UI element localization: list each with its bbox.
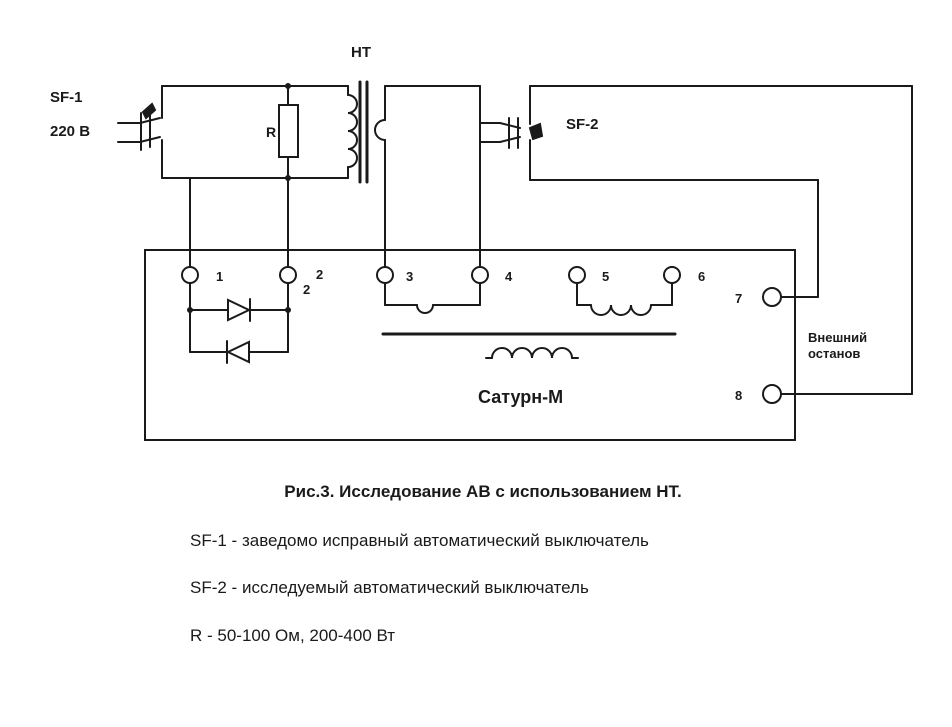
terminal-6 [663, 266, 681, 284]
label-terminal-1: 1 [216, 269, 223, 284]
terminal-7 [762, 287, 782, 307]
terminal-2 [279, 266, 297, 284]
label-device: Сатурн-М [478, 387, 563, 407]
figure-caption: Рис.3. Исследование АВ с использованием … [284, 482, 682, 501]
terminal-5 [568, 266, 586, 284]
label-terminal-6: 6 [698, 269, 705, 284]
coil-bottom [485, 347, 579, 359]
terminal-1 [181, 266, 199, 284]
terminal-4 [471, 266, 489, 284]
label-terminal-5: 5 [602, 269, 609, 284]
label-sf1: SF-1 [50, 89, 83, 106]
label-terminal-3: 3 [406, 269, 413, 284]
resistor [278, 104, 299, 158]
diode-pair [187, 282, 291, 364]
terminal-8 [762, 384, 782, 404]
label-terminal-7: 7 [735, 291, 742, 306]
label-ht: НТ [351, 44, 371, 61]
device-box [144, 249, 796, 441]
breaker-sf1 [117, 85, 163, 179]
label-ext-stop-1: Внешний [808, 330, 867, 345]
terminal-3 [376, 266, 394, 284]
label-terminal-2b: 2 [303, 282, 310, 297]
legend-sf2: SF-2 - исследуемый автоматический выключ… [190, 578, 589, 597]
label-terminal-2: 2 [316, 267, 323, 282]
legend-resistor: R - 50-100 Ом, 200-400 Вт [190, 626, 396, 645]
label-resistor: R [266, 124, 276, 140]
transformer-ht [347, 80, 386, 184]
label-terminal-4: 4 [505, 269, 513, 284]
label-terminal-8: 8 [735, 388, 742, 403]
label-ext-stop-2: останов [808, 346, 860, 361]
coil-3-4 [384, 282, 481, 314]
label-sf2: SF-2 [566, 116, 599, 133]
label-voltage: 220 В [50, 123, 90, 140]
coil-5-6 [576, 282, 673, 316]
breaker-sf2 [479, 85, 544, 181]
legend-sf1: SF-1 - заведомо исправный автоматический… [190, 531, 649, 550]
